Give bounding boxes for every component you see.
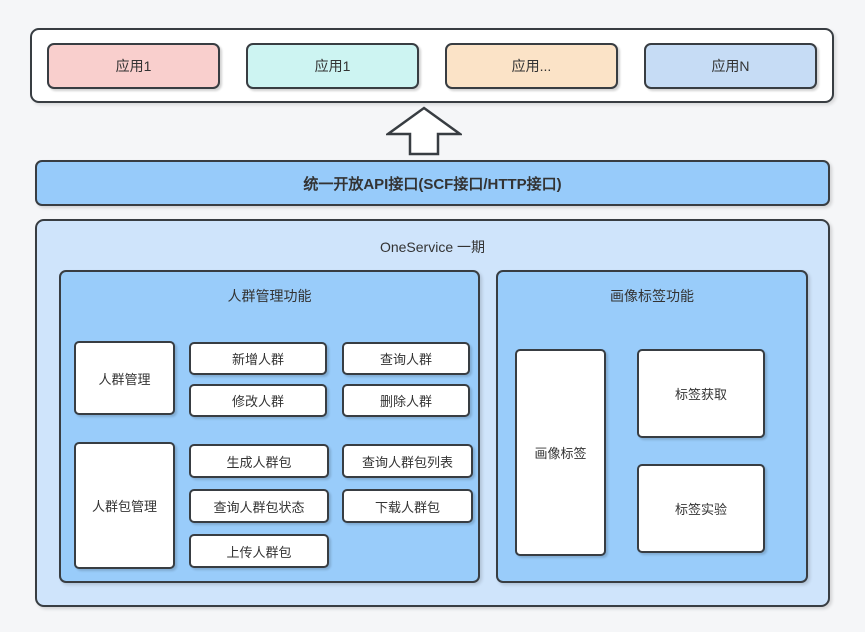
app-node-n: 应用N [644,42,817,89]
applications-container: 应用1 应用1 应用... 应用N [30,28,834,103]
up-arrow-icon [384,106,464,156]
action-generate-package: 生成人群包 [189,444,329,478]
portrait-panel-title: 画像标签功能 [610,288,694,304]
action-tag-fetch: 标签获取 [637,349,765,438]
api-bar: 统一开放API接口(SCF接口/HTTP接口) [35,160,830,206]
app-node-2: 应用1 [246,42,419,89]
action-download-package: 下载人群包 [342,489,473,523]
portrait-tag-panel: 画像标签功能 画像标签 标签获取 标签实验 [496,270,808,583]
action-modify-crowd: 修改人群 [189,384,327,417]
oneservice-container: OneService 一期 人群管理功能 人群管理 新增人群 查询人群 修改人群… [35,219,830,607]
action-delete-crowd: 删除人群 [342,384,470,417]
action-query-package-status: 查询人群包状态 [189,489,329,523]
action-upload-package: 上传人群包 [189,534,329,568]
category-crowd-management: 人群管理 [74,341,175,415]
app-node-ellipsis: 应用... [445,42,618,89]
app-node-1: 应用1 [47,42,220,89]
crowd-management-panel: 人群管理功能 人群管理 新增人群 查询人群 修改人群 删除人群 人群包管理 生成… [59,270,480,583]
category-portrait-tag: 画像标签 [515,349,606,556]
action-tag-experiment: 标签实验 [637,464,765,553]
action-add-crowd: 新增人群 [189,342,327,375]
category-crowd-package-management: 人群包管理 [74,442,175,569]
crowd-panel-title: 人群管理功能 [227,288,312,304]
action-query-crowd: 查询人群 [342,342,470,375]
oneservice-title: OneService 一期 [379,239,486,255]
action-query-package-list: 查询人群包列表 [342,444,473,478]
